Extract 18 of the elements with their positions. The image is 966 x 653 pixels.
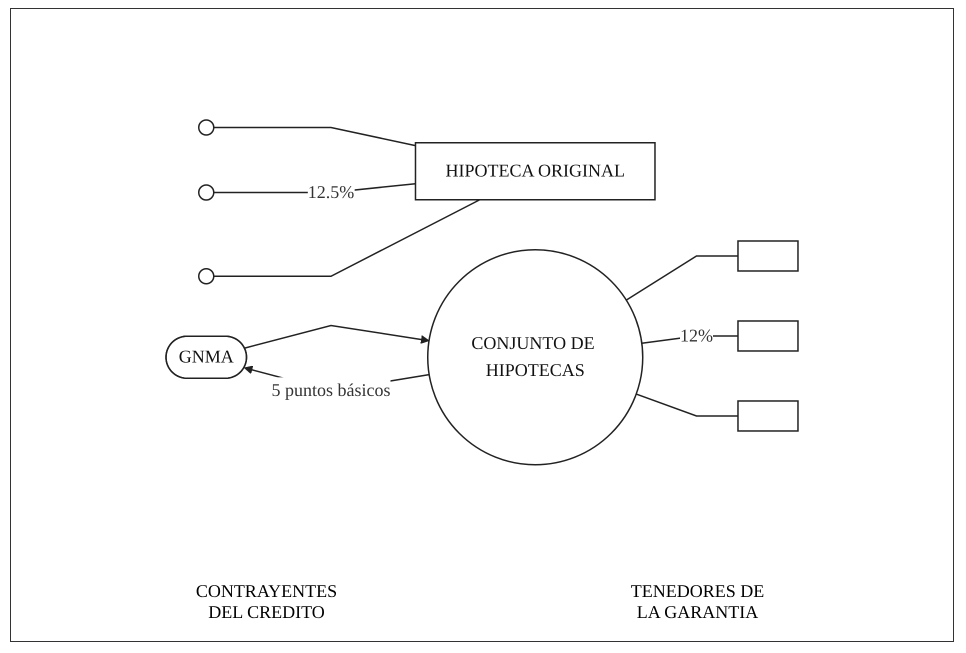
node-circle <box>198 268 214 284</box>
group-caption: CONTRAYENTES DEL CREDITO <box>194 581 338 623</box>
node-box <box>737 400 799 432</box>
node-box <box>737 240 799 272</box>
connector <box>214 198 480 277</box>
node-box <box>737 320 799 352</box>
node-box: HIPOTECA ORIGINAL <box>414 142 656 200</box>
node-circle <box>198 184 214 200</box>
node-circle <box>198 118 214 136</box>
edge-label: 12.5% <box>308 182 354 202</box>
group-caption: TENEDORES DE LA GARANTIA <box>630 581 766 623</box>
edge-label: 12% <box>680 325 713 346</box>
arrow <box>244 324 430 348</box>
connector <box>214 126 416 146</box>
connector <box>636 392 738 416</box>
connector <box>626 254 738 300</box>
node-circle: CONJUNTO DE HIPOTECAS <box>427 248 644 466</box>
edge-label: 5 puntos básicos <box>272 380 390 400</box>
